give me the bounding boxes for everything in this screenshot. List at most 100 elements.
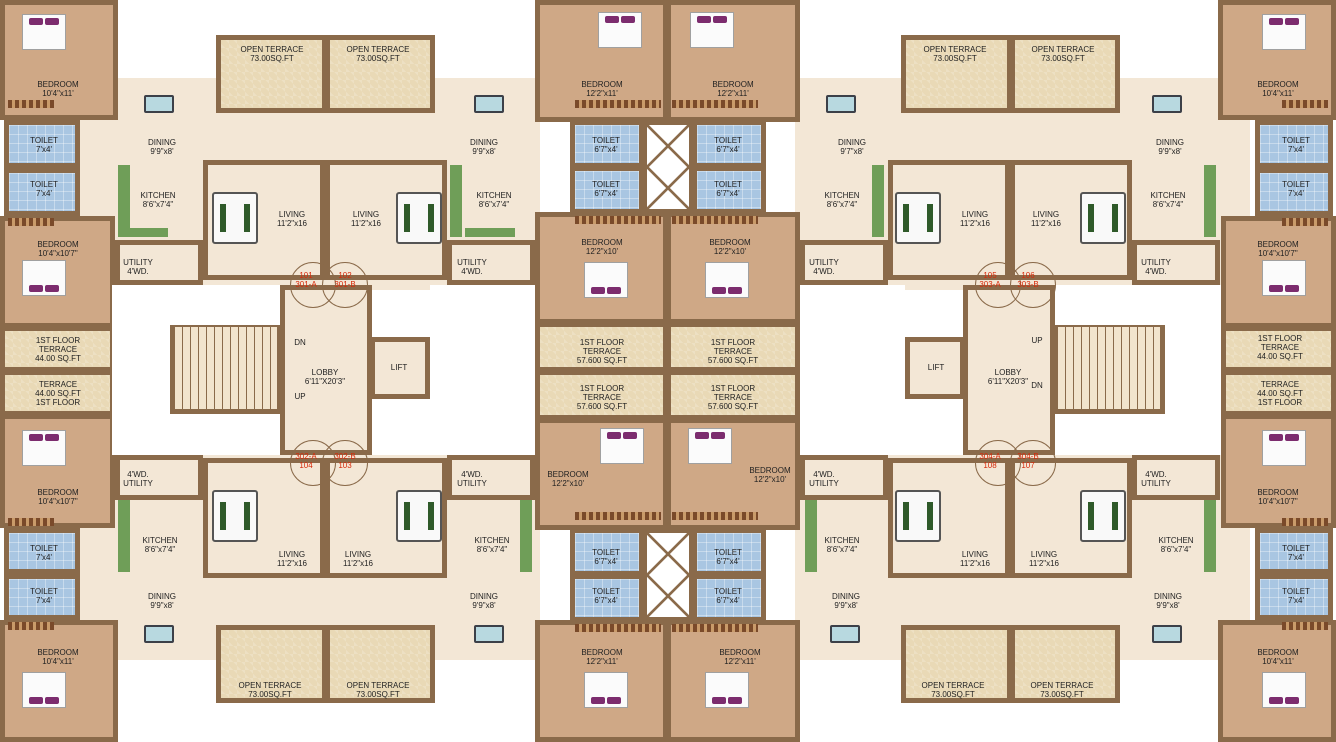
wardrobe-4 [8,622,54,630]
dining-table-icon [830,625,860,643]
toilet-center-top-3 [692,120,766,168]
door-swing-106 [1010,262,1056,308]
wardrobe-7 [575,216,661,224]
dining-table-icon [826,95,856,113]
lift-right [905,337,965,399]
terrace-center-1 [535,322,668,372]
bed-icon [688,428,732,464]
stair-dn-label-right: DN [1031,381,1043,390]
toilet-center-bottom-1 [570,528,644,576]
terrace-left-2 [0,370,115,416]
wardrobe-14 [1282,218,1328,226]
bed-icon [705,262,749,298]
open-terrace-bl-1 [216,625,327,703]
bedroom-center-bottom-left [535,620,668,742]
wardrobe-3 [8,518,54,526]
stair-landing-right [1055,285,1165,325]
wardrobe-13 [1282,100,1328,108]
toilet-right-top-2 [1255,168,1333,216]
kitchen-counter-tl-1b [118,228,168,237]
utility-tl-2 [447,240,535,285]
dining-table-icon [474,625,504,643]
duct-bottom [642,528,694,622]
dining-table-icon [474,95,504,113]
door-swing-103 [322,440,368,486]
bed-icon [598,12,642,48]
wardrobe-11 [575,624,661,632]
wardrobe-16 [1282,622,1328,630]
kitchen-counter-br-1 [805,500,817,572]
bed-icon [1262,430,1306,466]
kitchen-counter-tl-2 [450,165,462,237]
utility-tl-1 [115,240,203,285]
living-bl-1 [203,458,325,578]
living-tl-2 [325,160,447,280]
wardrobe-8 [672,216,758,224]
wardrobe-15 [1282,518,1328,526]
shaft-left-top [112,285,170,455]
stair-landing-left-b [170,414,280,455]
sofa-icon [212,490,258,542]
open-terrace-br-1 [901,625,1012,703]
bed-icon [690,12,734,48]
bed-icon [1262,672,1306,708]
stair-landing-right-b [1055,414,1165,455]
stair-up-label-right: UP [1031,336,1043,345]
sofa-icon [895,192,941,244]
wardrobe-1 [8,100,54,108]
door-swing-102 [322,262,368,308]
room-label: 4'WD.UTILITY [809,470,839,488]
open-terrace-br-2 [1010,625,1120,703]
bed-icon [22,672,66,708]
stair-right [1053,322,1165,414]
kitchen-counter-br-2 [1204,500,1216,572]
open-terrace-tr-2 [1010,35,1120,113]
sofa-icon [895,490,941,542]
lift-label-right: LIFT [927,363,945,372]
dining-table-icon [144,95,174,113]
bed-icon [1262,260,1306,296]
dining-table-icon [1152,95,1182,113]
terrace-center-3 [535,370,668,420]
toilet-left-top-2 [4,168,80,216]
